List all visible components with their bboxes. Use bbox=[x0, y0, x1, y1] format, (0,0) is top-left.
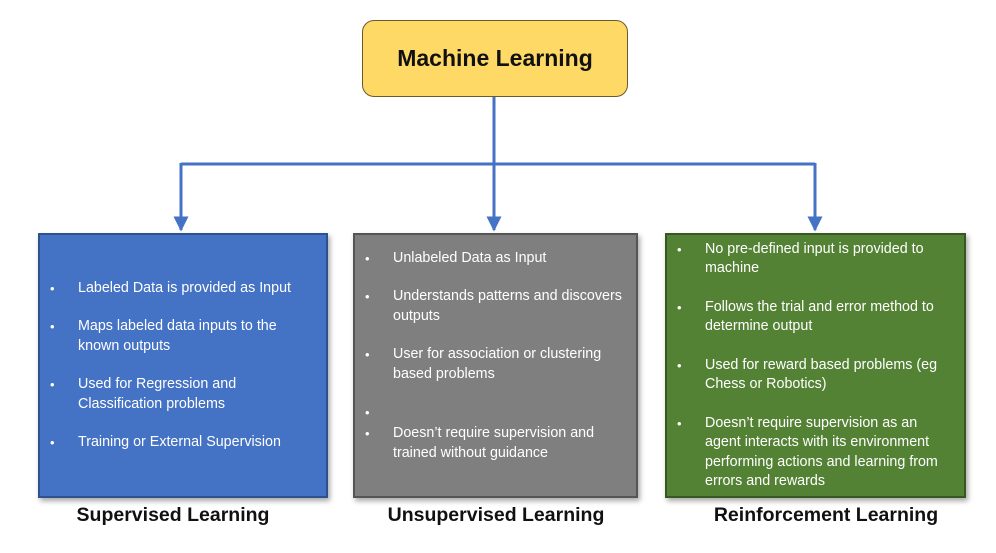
unsupervised-learning-caption: Unsupervised Learning bbox=[387, 504, 605, 526]
unsupervised-point: User for association or clustering based… bbox=[355, 345, 636, 384]
unsupervised-point: Unlabeled Data as Input bbox=[355, 249, 636, 269]
unsupervised-point: Doesn’t require supervision and trained … bbox=[355, 424, 636, 463]
unsupervised-point: Understands patterns and discovers outpu… bbox=[355, 287, 636, 326]
supervised-points-list: Labeled Data is provided as Input Maps l… bbox=[40, 279, 326, 453]
reinforcement-learning-caption: Reinforcement Learning bbox=[713, 504, 939, 526]
reinforcement-point: Doesn’t require supervision as an agent … bbox=[667, 414, 964, 492]
reinforcement-point: Follows the trial and error method to de… bbox=[667, 298, 964, 337]
reinforcement-points-list: No pre-defined input is provided to mach… bbox=[667, 240, 964, 492]
root-node-machine-learning: Machine Learning bbox=[362, 20, 628, 97]
root-node-title: Machine Learning bbox=[397, 45, 593, 71]
supervised-point: Labeled Data is provided as Input bbox=[40, 279, 326, 299]
supervised-learning-panel: Labeled Data is provided as Input Maps l… bbox=[38, 233, 328, 498]
unsupervised-points-list: Unlabeled Data as Input Understands patt… bbox=[355, 249, 636, 483]
supervised-learning-caption: Supervised Learning bbox=[76, 504, 270, 526]
reinforcement-point: Used for reward based problems (eg Chess… bbox=[667, 356, 964, 395]
unsupervised-point-empty bbox=[355, 403, 636, 423]
supervised-point: Used for Regression and Classification p… bbox=[40, 375, 326, 414]
reinforcement-point: No pre-defined input is provided to mach… bbox=[667, 240, 964, 279]
supervised-point: Maps labeled data inputs to the known ou… bbox=[40, 317, 326, 356]
unsupervised-learning-panel: Unlabeled Data as Input Understands patt… bbox=[353, 233, 638, 498]
supervised-point: Training or External Supervision bbox=[40, 433, 326, 453]
reinforcement-learning-panel: No pre-defined input is provided to mach… bbox=[665, 233, 966, 498]
